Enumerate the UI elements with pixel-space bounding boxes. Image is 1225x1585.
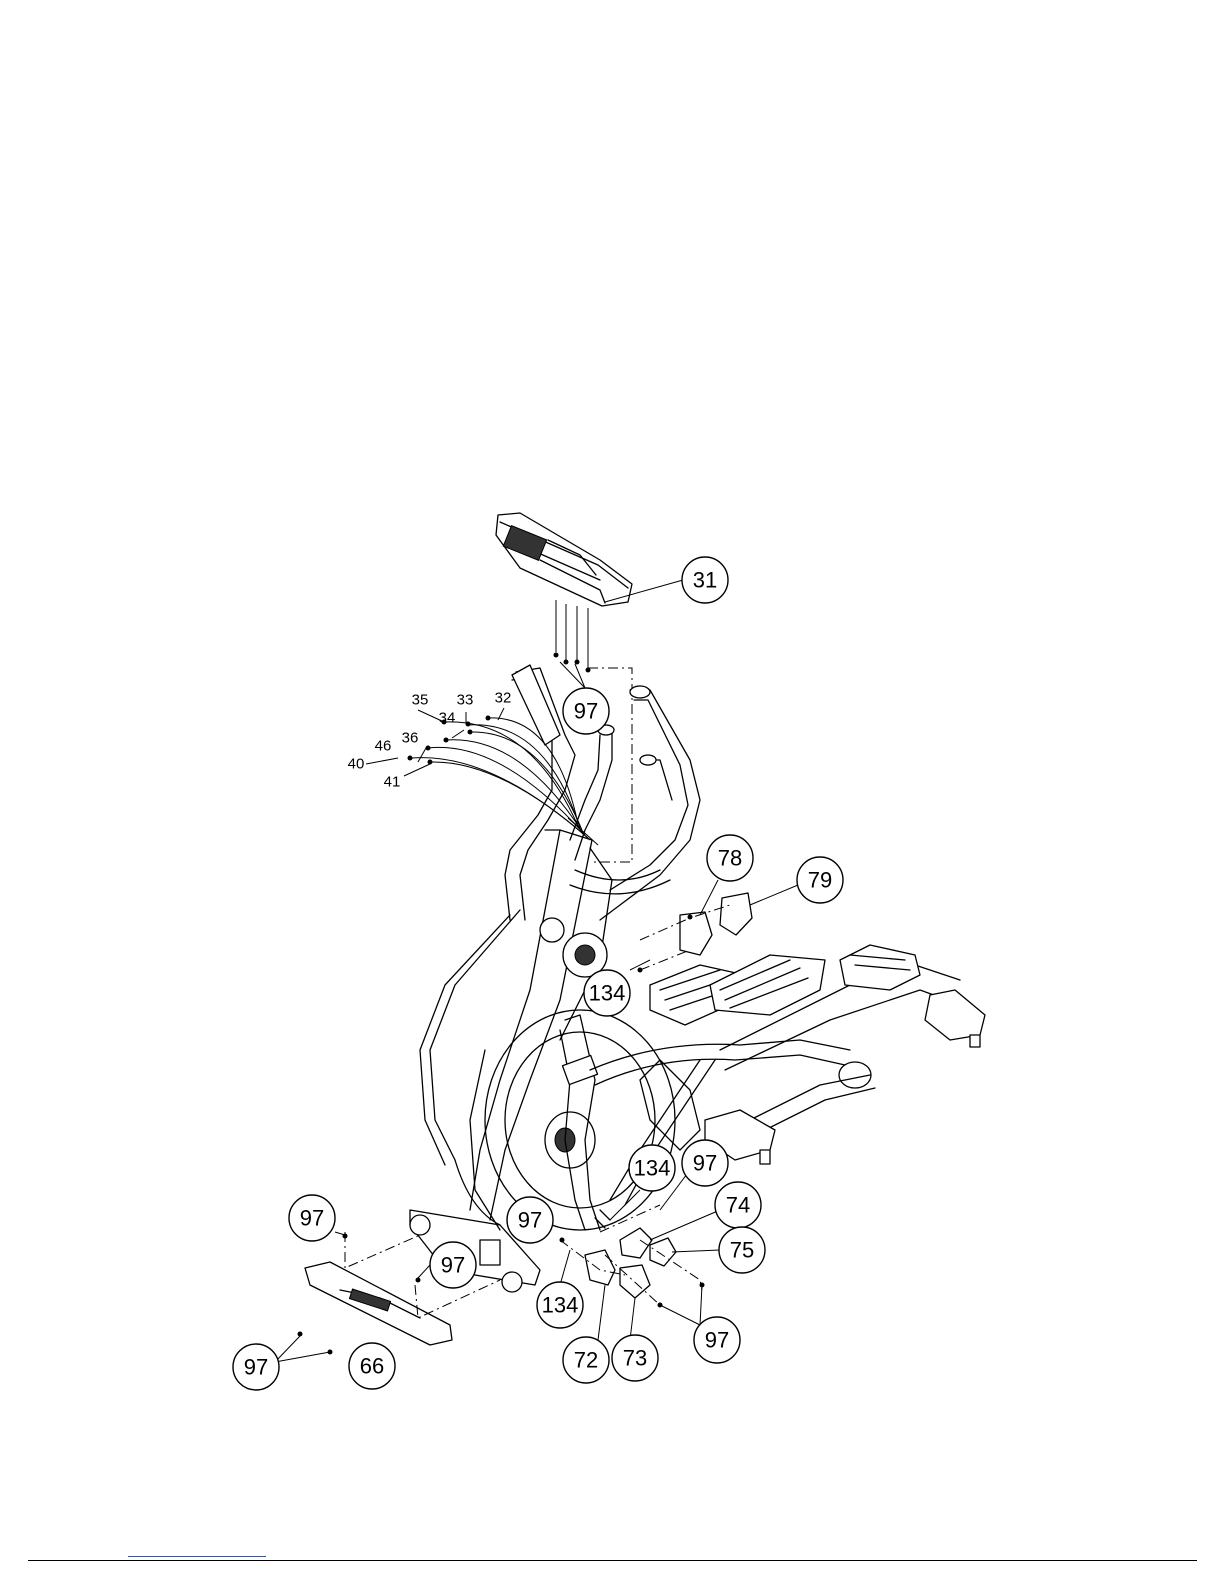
small-labels: 35 33 32 34 36 46 40 41	[348, 690, 512, 791]
callout-78: 78	[707, 835, 753, 881]
label-32: 32	[495, 690, 512, 707]
callout-134-lower-label: 134	[542, 1293, 579, 1318]
callout-97-left-inner-label: 97	[441, 1253, 465, 1278]
callout-73: 73	[612, 1335, 658, 1381]
callout-97-bottom-right-label: 97	[705, 1328, 729, 1353]
callout-97-bottom-left: 97	[233, 1344, 279, 1390]
footer-link-underline	[128, 1556, 266, 1557]
label-33: 33	[457, 692, 474, 709]
callout-72: 72	[563, 1337, 609, 1383]
callout-66: 66	[349, 1343, 395, 1389]
callout-134-mid-label: 134	[634, 1156, 671, 1181]
callout-97-mid-right-label: 97	[693, 1151, 717, 1176]
callout-31-label: 31	[693, 568, 717, 593]
callout-72-label: 72	[574, 1348, 598, 1373]
label-41: 41	[384, 774, 401, 791]
callout-97-center-label: 97	[518, 1208, 542, 1233]
callout-134-mid: 134	[629, 1145, 675, 1191]
footer-rule	[28, 1560, 1197, 1561]
callout-31: 31	[682, 557, 728, 603]
callout-97-left-label: 97	[300, 1206, 324, 1231]
callout-97-mid-right: 97	[682, 1140, 728, 1186]
callout-97-left-inner: 97	[430, 1242, 476, 1288]
callout-75: 75	[719, 1227, 765, 1273]
callout-79-label: 79	[808, 868, 832, 893]
callout-78-label: 78	[718, 846, 742, 871]
callout-97-top: 97	[563, 688, 609, 734]
callout-79: 79	[797, 857, 843, 903]
console-assembly	[496, 513, 632, 606]
callout-75-label: 75	[730, 1238, 754, 1263]
callout-74-label: 74	[726, 1193, 750, 1218]
label-34: 34	[439, 710, 456, 727]
callout-134-upper-label: 134	[589, 981, 626, 1006]
callout-97-top-label: 97	[574, 699, 598, 724]
callout-74: 74	[715, 1182, 761, 1228]
callout-97-bottom-right: 97	[694, 1317, 740, 1363]
callout-134-lower: 134	[537, 1282, 583, 1328]
stabilizer-cover-66	[305, 1262, 452, 1345]
callout-73-label: 73	[623, 1346, 647, 1371]
label-35: 35	[412, 692, 429, 709]
callout-97-left: 97	[289, 1195, 335, 1241]
callout-97-center: 97	[507, 1197, 553, 1243]
label-36: 36	[402, 730, 419, 747]
callout-97-bottom-left-label: 97	[244, 1355, 268, 1380]
callout-66-label: 66	[360, 1354, 384, 1379]
callout-134-upper: 134	[584, 970, 630, 1016]
label-46: 46	[375, 738, 392, 755]
label-40: 40	[348, 756, 365, 773]
